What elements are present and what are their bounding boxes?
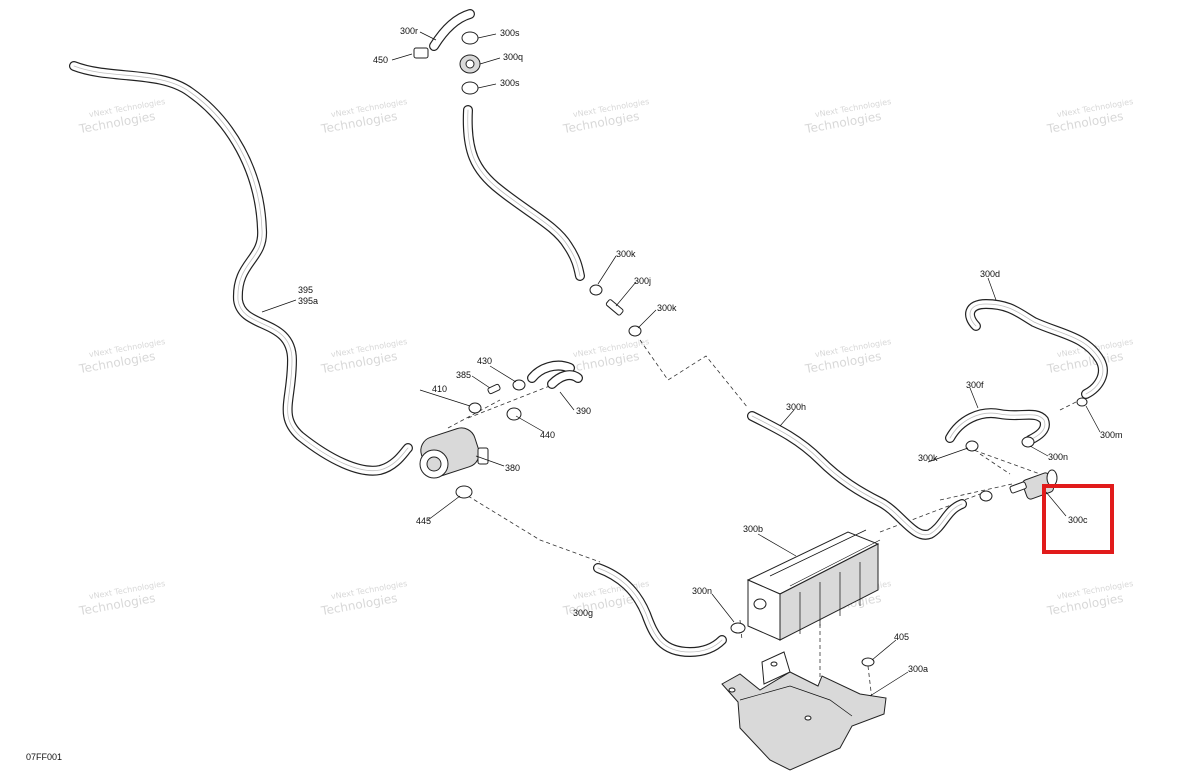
label-300c[interactable]: 300c	[1068, 515, 1088, 525]
label-300s[interactable]: 300s	[500, 28, 520, 38]
hose-300d	[965, 299, 1108, 399]
highlight-box	[1042, 484, 1114, 554]
clamp-410-icon	[468, 402, 482, 414]
clamp-300s-icon	[461, 31, 479, 45]
clamp-300n-icon	[730, 622, 746, 634]
label-300n[interactable]: 300n	[692, 586, 712, 596]
clamp-300k-icon	[628, 325, 642, 337]
label-395a[interactable]: 395a	[298, 296, 318, 306]
label-450[interactable]: 450	[373, 55, 388, 65]
label-300s[interactable]: 300s	[500, 78, 520, 88]
clamp-300s-icon	[461, 81, 479, 95]
label-300q[interactable]: 300q	[503, 52, 523, 62]
label-390[interactable]: 390	[576, 406, 591, 416]
assembly-lines	[447, 339, 1081, 701]
hose-300-upper	[462, 105, 585, 281]
label-300m[interactable]: 300m	[1100, 430, 1123, 440]
label-300n[interactable]: 300n	[1048, 452, 1068, 462]
clamp-445-icon	[455, 485, 473, 499]
label-300b[interactable]: 300b	[743, 524, 763, 534]
clamp-430-icon	[512, 379, 526, 391]
label-395[interactable]: 395	[298, 285, 313, 295]
diagram-code: 07FF001	[26, 752, 62, 762]
label-300k[interactable]: 300k	[616, 249, 636, 259]
label-410[interactable]: 410	[432, 384, 447, 394]
fitting-385-icon	[487, 383, 501, 395]
hose-300g	[593, 563, 727, 657]
label-405[interactable]: 405	[894, 632, 909, 642]
label-440[interactable]: 440	[540, 430, 555, 440]
hose-300h	[747, 411, 967, 540]
hose-390	[527, 360, 583, 389]
label-380[interactable]: 380	[505, 463, 520, 473]
label-385[interactable]: 385	[456, 370, 471, 380]
fitting-300j-icon	[605, 299, 624, 316]
label-300a[interactable]: 300a	[908, 664, 928, 674]
clamp-300n-icon	[1021, 436, 1035, 448]
clamp-parts	[413, 31, 1088, 667]
clamp-300k-icon	[965, 440, 979, 452]
clamp-300k-icon	[589, 284, 603, 296]
canister-300b	[746, 529, 881, 641]
label-300r[interactable]: 300r	[400, 26, 418, 36]
label-300h[interactable]: 300h	[786, 402, 806, 412]
bracket-300a	[721, 651, 887, 771]
screw-405-icon	[861, 657, 875, 667]
leader-lines	[261, 31, 1101, 697]
label-445[interactable]: 445	[416, 516, 431, 526]
clamp-icon	[979, 490, 993, 502]
label-300k[interactable]: 300k	[657, 303, 677, 313]
label-300j[interactable]: 300j	[634, 276, 651, 286]
label-430[interactable]: 430	[477, 356, 492, 366]
label-300k[interactable]: 300k	[918, 453, 938, 463]
hose-300f	[945, 408, 1050, 445]
clamp-300m-icon	[1076, 397, 1088, 407]
label-300d[interactable]: 300d	[980, 269, 1000, 279]
hose-300r	[429, 9, 475, 51]
clamp-440-icon	[506, 407, 522, 421]
hose-395	[69, 61, 413, 476]
connector-450-icon	[413, 47, 429, 59]
purge-valve-380	[419, 427, 489, 479]
label-300g[interactable]: 300g	[573, 608, 593, 618]
part-labels: 300r 450 300s 300q 300s 395 395a 300k 30…	[298, 26, 1123, 674]
label-300f[interactable]: 300f	[966, 380, 984, 390]
